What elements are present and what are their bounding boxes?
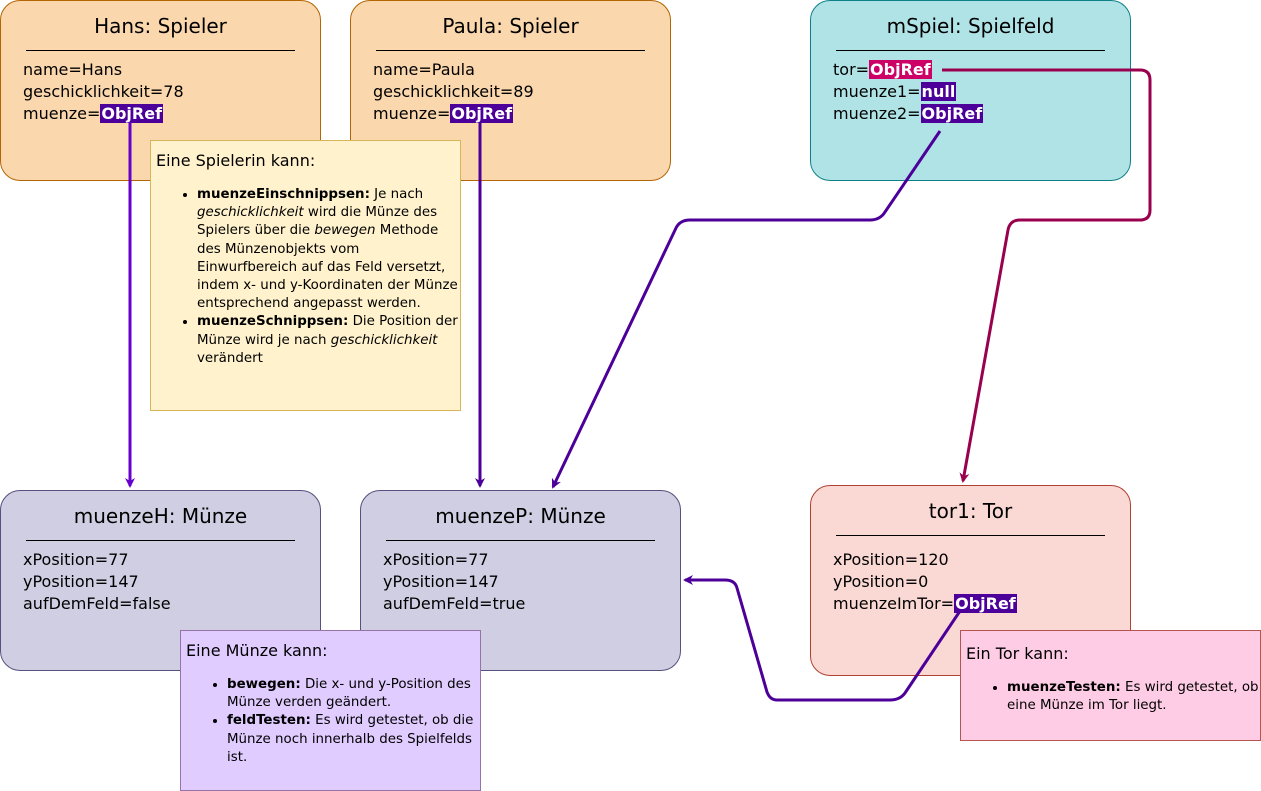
method-name: muenzeTesten: [1007, 680, 1121, 695]
attribute-list: name=Hans geschicklichkeit=78 muenze=Obj… [23, 59, 184, 125]
attribute-yposition: yPosition=0 [833, 572, 929, 591]
object-hans-spieler[interactable]: Hans: Spieler name=Hans geschicklichkeit… [0, 0, 321, 181]
attribute-xposition: xPosition=77 [23, 550, 129, 569]
object-title: Hans: Spieler [94, 14, 227, 38]
note-heading: Eine Münze kann: [186, 641, 328, 660]
objref-badge[interactable]: ObjRef [954, 594, 1017, 613]
attribute-xposition: xPosition=77 [383, 550, 489, 569]
attribute-muenzeimtor: muenzeImTor=ObjRef [833, 593, 1017, 615]
attribute-aufdemfeld: aufDemFeld=true [383, 594, 526, 613]
title-divider [26, 50, 295, 51]
method-name: bewegen: [227, 677, 301, 692]
arrow-mspiel-muenze2-to-muenzep [551, 130, 942, 489]
object-title: muenzeP: Münze [435, 504, 606, 528]
objref-badge[interactable]: ObjRef [920, 104, 984, 123]
attribute-label: muenzeImTor= [833, 594, 955, 613]
attribute-list: tor=ObjRef muenze1=null muenze2=ObjRef [833, 59, 984, 125]
attribute-muenze: muenze=ObjRef [373, 103, 534, 125]
note-heading: Eine Spielerin kann: [156, 151, 316, 170]
attribute-list: xPosition=120 yPosition=0 muenzeImTor=Ob… [833, 549, 1017, 615]
method-item: bewegen: Die x- und y-Position des Münze… [227, 676, 487, 712]
object-title: tor1: Tor [928, 499, 1013, 523]
object-title: mSpiel: Spielfeld [886, 14, 1055, 38]
note-muenze: Eine Münze kann: bewegen: Die x- und y-P… [180, 630, 481, 791]
attribute-label: tor= [833, 60, 870, 79]
objref-badge[interactable]: ObjRef [450, 104, 514, 123]
method-text: Je nach [369, 187, 424, 202]
method-name: muenzeSchnippsen: [197, 314, 349, 330]
object-title: Paula: Spieler [442, 14, 579, 38]
attribute-name: name=Paula [373, 60, 475, 79]
method-item: feldTesten: Es wird getestet, ob die Mün… [227, 712, 487, 767]
method-name: muenzeEinschnippsen: [197, 187, 370, 202]
objref-badge[interactable]: ObjRef [869, 60, 932, 79]
attribute-list: xPosition=77 yPosition=147 aufDemFeld=tr… [383, 549, 525, 615]
object-title: muenzeH: Münze [73, 504, 248, 528]
method-list: muenzeTesten: Es wird getestet, ob eine … [989, 679, 1261, 715]
method-item: muenzeSchnippsen: Die Position der Münze… [197, 313, 462, 368]
object-mspiel-spielfeld[interactable]: mSpiel: Spielfeld tor=ObjRef muenze1=nul… [810, 0, 1131, 181]
attribute-list: name=Paula geschicklichkeit=89 muenze=Ob… [373, 59, 534, 125]
method-text: Es wird getestet, ob die Münze noch inne… [227, 713, 474, 765]
note-spielerin: Eine Spielerin kann: muenzeEinschnippsen… [150, 140, 461, 411]
attribute-xposition: xPosition=120 [833, 550, 949, 569]
method-text: Es wird getestet, ob eine Münze im Tor l… [1007, 680, 1259, 714]
attribute-tor: tor=ObjRef [833, 59, 983, 81]
attribute-geschicklichkeit: geschicklichkeit=89 [373, 82, 534, 101]
method-text: Die Position der Münze wird je nach [197, 314, 458, 348]
null-badge: null [920, 82, 957, 101]
method-emphasis: bewegen [314, 223, 376, 239]
method-item: muenzeTesten: Es wird getestet, ob eine … [1007, 679, 1261, 715]
attribute-label: muenze= [23, 104, 101, 123]
attribute-label: muenze= [373, 104, 451, 123]
method-list: bewegen: Die x- und y-Position des Münze… [209, 676, 487, 767]
attribute-yposition: yPosition=147 [383, 572, 499, 591]
attribute-label: muenze1= [833, 82, 921, 101]
title-divider [376, 50, 645, 51]
attribute-label: muenze2= [833, 104, 921, 123]
method-emphasis: geschicklichkeit [330, 332, 438, 348]
method-name: feldTesten: [227, 713, 311, 729]
title-divider [836, 50, 1105, 51]
attribute-yposition: yPosition=147 [23, 572, 139, 591]
attribute-muenze1: muenze1=null [833, 81, 983, 103]
title-divider [836, 535, 1105, 536]
attribute-name: name=Hans [23, 60, 123, 79]
method-list: muenzeEinschnippsen: Je nach geschicklic… [179, 186, 462, 368]
attribute-geschicklichkeit: geschicklichkeit=78 [23, 82, 184, 101]
title-divider [386, 540, 655, 541]
title-divider [26, 540, 295, 541]
attribute-list: xPosition=77 yPosition=147 aufDemFeld=fa… [23, 549, 171, 615]
objref-badge[interactable]: ObjRef [100, 104, 164, 123]
note-tor: Ein Tor kann: muenzeTesten: Es wird gete… [960, 630, 1261, 741]
method-text: wird die Münze des Spielers über die [197, 205, 438, 239]
method-text: Die x- und y-Position des Münze verden g… [227, 677, 471, 711]
attribute-muenze2: muenze2=ObjRef [833, 103, 984, 125]
method-item: muenzeEinschnippsen: Je nach geschicklic… [197, 186, 462, 313]
method-text: verändert [197, 350, 263, 366]
note-heading: Ein Tor kann: [966, 644, 1069, 663]
method-emphasis: geschicklichkeit [197, 205, 304, 221]
method-text: Methode des Münzenobjekts vom Einwurfber… [197, 223, 458, 312]
attribute-muenze: muenze=ObjRef [23, 103, 184, 125]
attribute-aufdemfeld: aufDemFeld=false [23, 594, 171, 613]
